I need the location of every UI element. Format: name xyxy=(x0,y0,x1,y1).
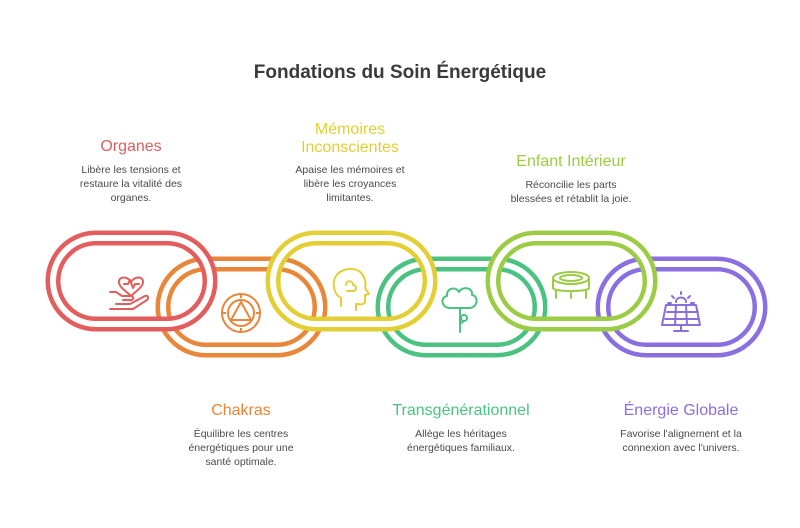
desc-enfant: Réconcilie les parts blessées et rétabli… xyxy=(481,178,661,206)
label-organes: Organes xyxy=(100,138,162,155)
organes-link-inner xyxy=(50,235,213,327)
desc-memoires-line-3: limitantes. xyxy=(326,192,374,204)
chakra-triangle-icon xyxy=(221,293,261,333)
desc-organes-line-2: restaure la vitalité des xyxy=(79,178,183,190)
desc-energie: Favorise l'alignement et la connexion av… xyxy=(591,427,771,455)
desc-organes-line-3: organes. xyxy=(110,192,152,204)
desc-memoires-line-1: Apaise les mémoires et xyxy=(295,164,405,176)
desc-enfant-line-1: Réconcilie les parts xyxy=(525,179,617,191)
label-memoires: Mémoires Inconscientes xyxy=(255,121,445,157)
desc-chakras-line-3: santé optimale. xyxy=(205,456,277,468)
chain-link-organes xyxy=(45,230,218,332)
desc-transgenerationnel: Allège les héritages énergétiques famili… xyxy=(371,427,551,455)
solar-panel-icon xyxy=(661,291,701,332)
energie-link-outer xyxy=(595,256,768,358)
label-enfant: Enfant Intérieur xyxy=(516,153,626,170)
label-chakras: Chakras xyxy=(211,402,271,419)
label-transgenerationnel: Transgénérationnel xyxy=(392,402,530,419)
trampoline-icon xyxy=(552,271,590,299)
desc-organes-line-1: Libère les tensions et xyxy=(81,164,181,176)
head-brain-icon xyxy=(332,268,370,311)
desc-transgenerationnel-line-2: énergétiques familiaux. xyxy=(407,442,515,454)
desc-energie-line-2: connexion avec l'univers. xyxy=(622,442,740,454)
enfant-link-inner xyxy=(490,235,653,327)
desc-memoires: Apaise les mémoires et libère les croyan… xyxy=(260,163,440,205)
memoires-link-inner xyxy=(270,235,433,327)
hand-heart-icon xyxy=(109,276,150,310)
desc-energie-line-1: Favorise l'alignement et la xyxy=(620,428,742,440)
page-title: Fondations du Soin Énergétique xyxy=(253,62,547,83)
label-memoires-line-1: Mémoires xyxy=(314,121,386,138)
label-memoires-line-2: Inconscientes xyxy=(301,139,399,156)
chain-link-enfant xyxy=(485,230,658,332)
desc-transgenerationnel-line-1: Allège les héritages xyxy=(415,428,507,440)
chakras-link-outer xyxy=(155,256,328,358)
chain-link-chakras xyxy=(155,256,328,358)
desc-chakras-line-2: énergétiques pour une xyxy=(188,442,294,454)
desc-memoires-line-2: libère les croyances xyxy=(303,178,397,190)
label-energie: Énergie Globale xyxy=(623,402,739,419)
chain-link-transgenerationnel xyxy=(375,256,548,358)
chakras-link-inner xyxy=(160,261,323,353)
transgenerationnel-link-inner xyxy=(380,261,543,353)
desc-enfant-line-2: blessées et rétablit la joie. xyxy=(510,193,632,205)
desc-organes: Libère les tensions et restaure la vital… xyxy=(41,163,221,205)
chain-link-memoires xyxy=(265,230,438,332)
desc-chakras-line-1: Équilibre les centres xyxy=(193,428,289,440)
energie-link-inner xyxy=(600,261,763,353)
desc-chakras: Équilibre les centres énergétiques pour … xyxy=(151,427,331,469)
family-tree-icon xyxy=(441,287,478,333)
chain-link-energie xyxy=(595,256,768,358)
